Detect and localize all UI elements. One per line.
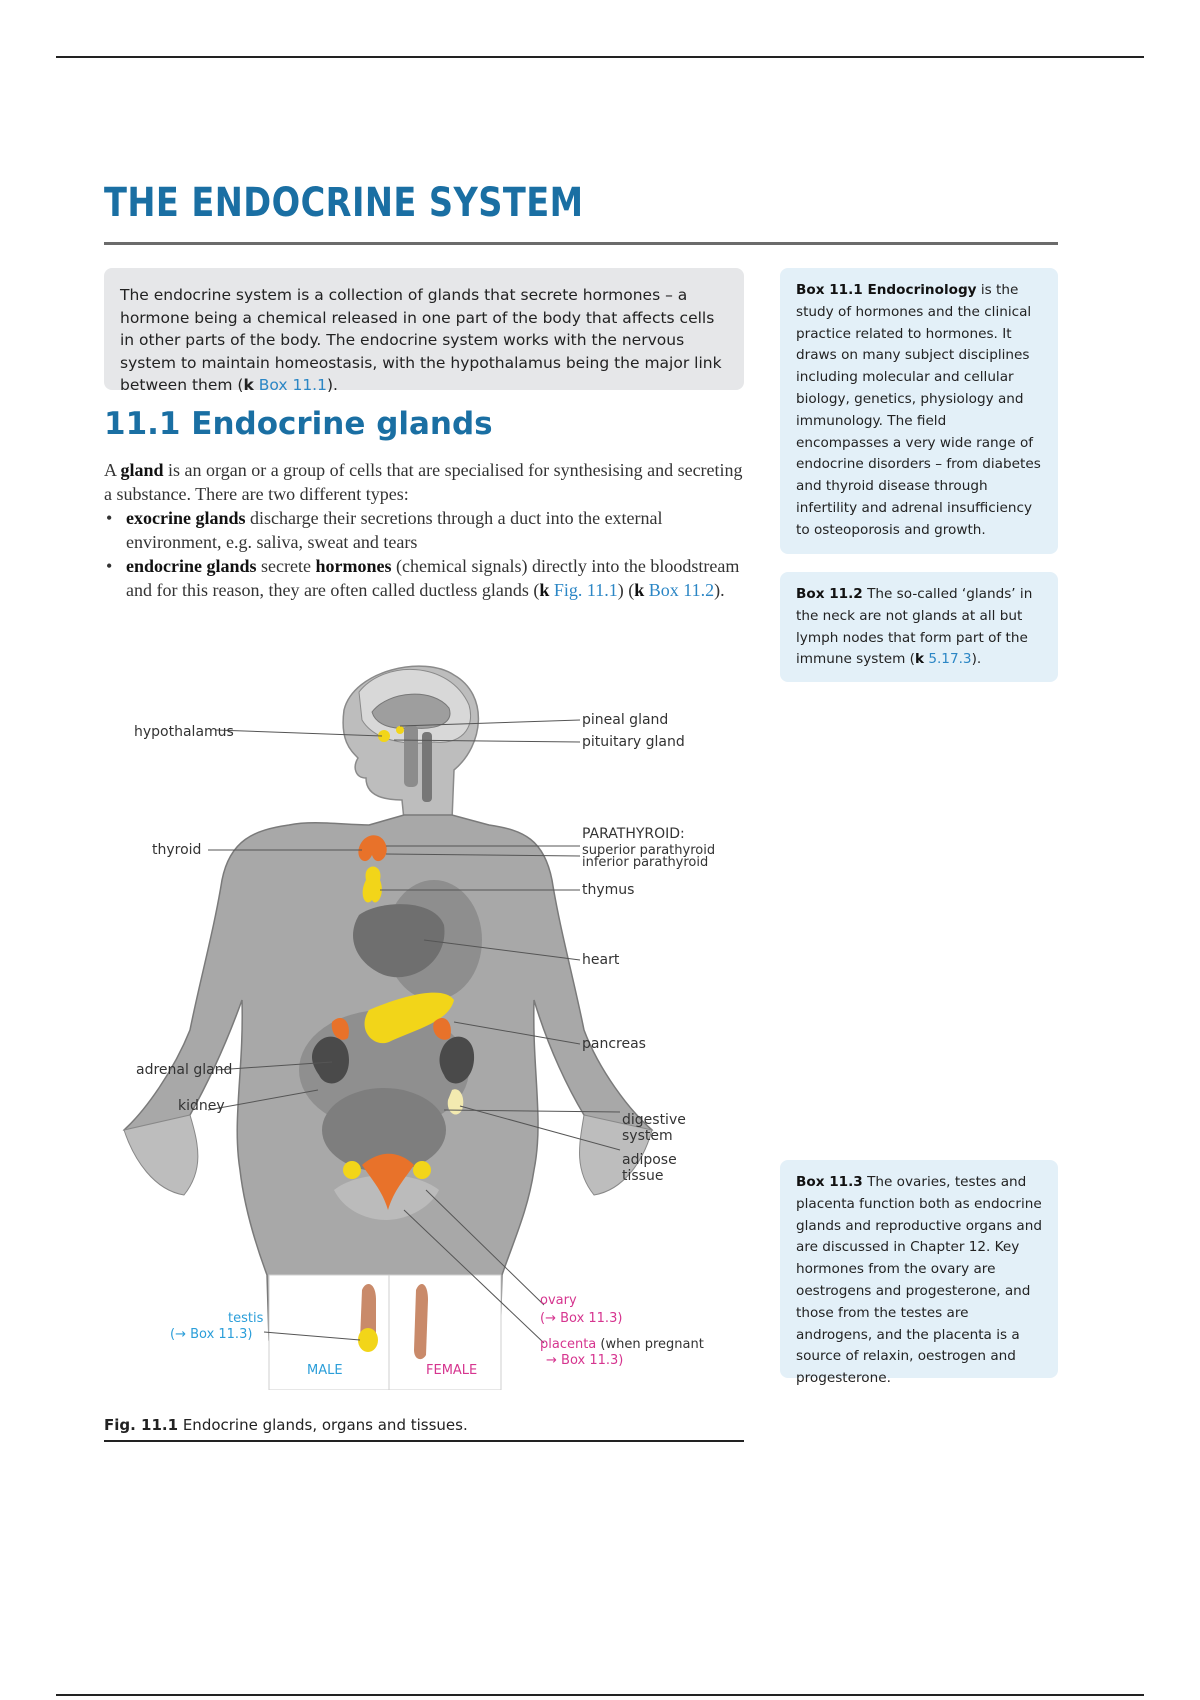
intro-box-link[interactable]: Box 11.1: [258, 376, 327, 394]
label-adrenal-gland: adrenal gland: [136, 1062, 233, 1078]
box-lead: Box 11.1 Endocrinology: [796, 282, 977, 298]
ref-marker: k: [914, 651, 924, 668]
label-ovary: ovary: [540, 1293, 577, 1308]
label-heart: heart: [582, 952, 620, 968]
label-pancreas: pancreas: [582, 1036, 646, 1052]
page-top-rule: [56, 56, 1144, 58]
label-placenta-note: (when pregnant: [596, 1337, 704, 1352]
text-run: A: [104, 460, 121, 480]
box-link[interactable]: Box 11.2: [648, 580, 715, 600]
label-placenta-ref[interactable]: → Box 11.3): [546, 1353, 624, 1368]
label-female: FEMALE: [426, 1363, 478, 1378]
label-adipose-tissue: adipose tissue: [622, 1152, 677, 1184]
term-hormones: hormones: [315, 556, 392, 576]
list-item-exocrine: exocrine glands discharge their secretio…: [104, 506, 744, 554]
heart-organ: [353, 904, 445, 978]
text-run: (chemical signals) directly into the blo…: [126, 556, 740, 600]
term-gland: gland: [120, 460, 164, 480]
label-ovary-ref[interactable]: (→ Box 11.3): [540, 1311, 623, 1326]
box-lead: Box 11.2: [796, 586, 863, 602]
box-text: The ovaries, testes and placenta functio…: [796, 1174, 1042, 1387]
label-superior-parathyroid: superior parathyroid: [582, 843, 716, 858]
term-endocrine: endocrine glands: [126, 556, 257, 576]
thymus-gland: [362, 866, 382, 903]
body-text: A gland is an organ or a group of cells …: [104, 458, 744, 602]
side-box-11-1: Box 11.1 Endocrinology is the study of h…: [780, 268, 1058, 554]
text-run: secrete: [256, 556, 316, 576]
label-pineal-gland: pineal gland: [582, 712, 669, 728]
chapter-title: THE ENDOCRINE SYSTEM: [104, 180, 584, 226]
gland-types-list: exocrine glands discharge their secretio…: [104, 506, 744, 602]
adipose-tissue: [447, 1089, 464, 1115]
list-item-endocrine: endocrine glands secrete hormones (chemi…: [104, 554, 744, 602]
box-text: is the study of hormones and the clinica…: [796, 282, 1041, 538]
inset-panel: [268, 1274, 502, 1390]
intro-box: The endocrine system is a collection of …: [104, 268, 744, 394]
label-digestive-system: digestive system: [622, 1112, 686, 1144]
uterus: [362, 1153, 414, 1210]
label-inferior-parathyroid: inferior parathyroid: [582, 855, 709, 870]
label-male: MALE: [307, 1363, 343, 1378]
caption-text: Endocrine glands, organs and tissues.: [178, 1416, 468, 1434]
page-bottom-rule: [56, 1694, 1144, 1696]
label-placenta-line: placenta (when pregnant: [540, 1338, 704, 1351]
text-run: ).: [714, 580, 725, 600]
intro-end: ).: [326, 376, 338, 394]
caption-lead: Fig. 11.1: [104, 1416, 179, 1434]
label-pituitary-gland: pituitary gland: [582, 734, 685, 750]
kidney-right: [439, 1036, 475, 1084]
label-placenta: placenta: [540, 1337, 597, 1352]
title-underline: [104, 242, 1058, 245]
text-run: ) (: [617, 580, 635, 600]
term-exocrine: exocrine glands: [126, 508, 246, 528]
label-hypothalamus: hypothalamus: [134, 724, 234, 740]
fig-link[interactable]: Fig. 11.1: [553, 580, 618, 600]
body-illustration: [122, 665, 654, 1390]
leader-lines: [207, 719, 621, 1344]
endocrine-figure: hypothalamus pineal gland pituitary glan…: [104, 650, 744, 1390]
thyroid-gland: [358, 835, 387, 862]
text-run: discharge their secretions through a duc…: [126, 508, 663, 552]
side-box-11-2: Box 11.2 The so-called ‘glands’ in the n…: [780, 572, 1058, 682]
label-parathyroid-heading: PARATHYROID:: [582, 826, 685, 842]
ref-marker: k: [539, 580, 550, 600]
label-thymus: thymus: [582, 882, 635, 898]
adrenal-left: [331, 1017, 349, 1040]
label-testis: testis: [228, 1311, 264, 1326]
ovary-left: [343, 1161, 361, 1179]
box-lead: Box 11.3: [796, 1174, 863, 1190]
box-text: The so-called ‘glands’ in the neck are n…: [796, 586, 1033, 668]
text-run: is an organ or a group of cells that are…: [104, 460, 743, 504]
figure-caption: Fig. 11.1 Endocrine glands, organs and t…: [104, 1416, 468, 1434]
box-text-end: ).: [971, 651, 982, 668]
kidney-left: [312, 1036, 349, 1084]
section-link[interactable]: 5.17.3: [928, 651, 972, 668]
intro-text: The endocrine system is a collection of …: [120, 286, 722, 394]
pancreas-gland: [364, 992, 454, 1044]
testis-drawing: [358, 1328, 378, 1352]
section-heading: 11.1 Endocrine glands: [104, 406, 493, 442]
caption-rule: [104, 1440, 744, 1442]
ref-marker: k: [634, 580, 645, 600]
adrenal-right: [433, 1017, 451, 1040]
intro-ref-marker: k: [243, 376, 254, 394]
label-thyroid: thyroid: [152, 842, 202, 858]
side-box-11-3: Box 11.3 The ovaries, testes and placent…: [780, 1160, 1058, 1386]
head-drawing: [342, 665, 480, 821]
gland-definition: A gland is an organ or a group of cells …: [104, 458, 744, 506]
label-kidney: kidney: [178, 1098, 225, 1114]
glands: [312, 835, 475, 1210]
label-testis-ref[interactable]: (→ Box 11.3): [170, 1327, 253, 1342]
ovary-right: [413, 1161, 431, 1179]
